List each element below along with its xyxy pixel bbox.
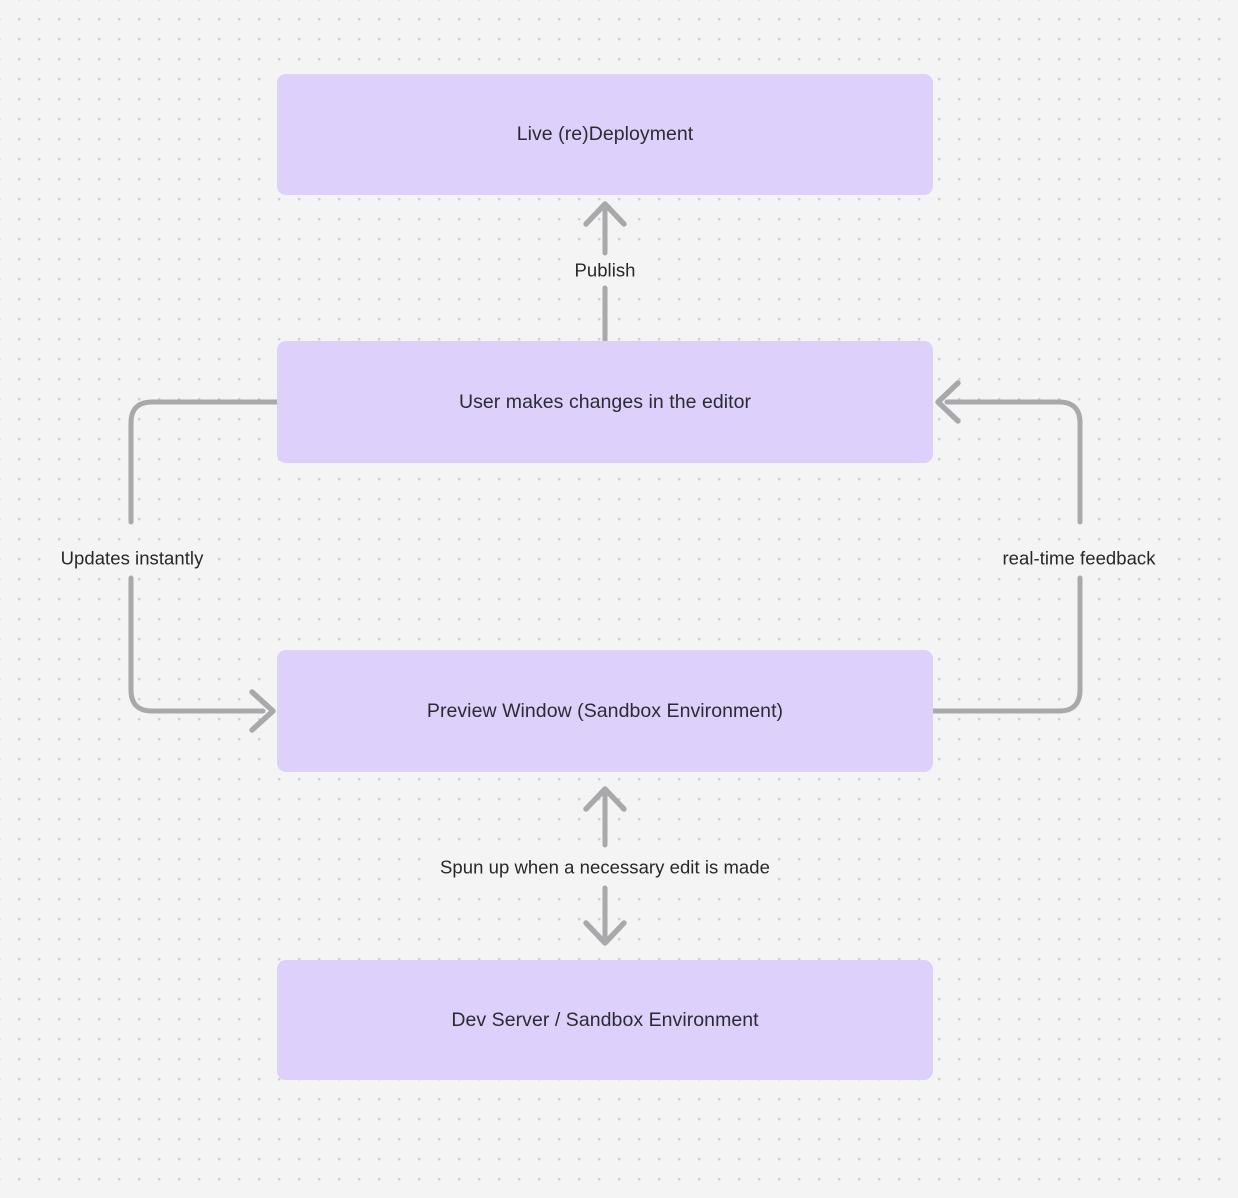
edge-label-updates-instantly: Updates instantly	[54, 544, 210, 572]
node-label-preview-window: Preview Window (Sandbox Environment)	[426, 699, 784, 722]
node-label-live-deployment: Live (re)Deployment	[516, 123, 694, 145]
node-label-dev-server: Dev Server / Sandbox Environment	[451, 1008, 759, 1031]
edge-label-real-time-feedback: real-time feedback	[996, 544, 1162, 572]
edge-label-spun-up: Spun up when a necessary edit is made	[434, 853, 776, 881]
node-preview-window[interactable]: Preview Window (Sandbox Environment)	[277, 650, 933, 772]
node-dev-server[interactable]: Dev Server / Sandbox Environment	[277, 960, 933, 1080]
node-user-editor[interactable]: User makes changes in the editor	[277, 341, 933, 463]
node-live-deployment[interactable]: Live (re)Deployment	[277, 74, 933, 195]
node-label-user-editor: User makes changes in the editor	[458, 390, 752, 413]
edge-label-publish: Publish	[568, 256, 642, 284]
